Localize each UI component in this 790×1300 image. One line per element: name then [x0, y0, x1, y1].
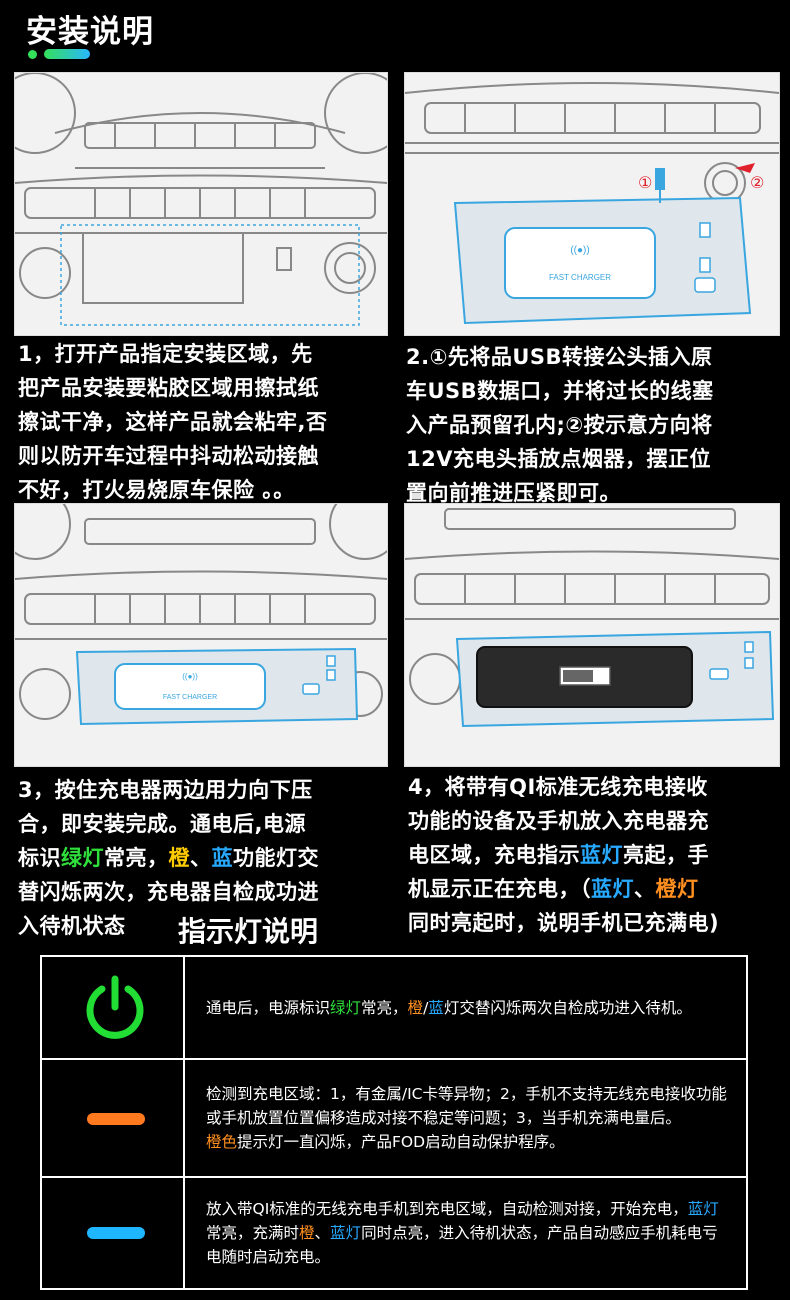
car-dashboard-with-charger-illustration: ((●)) FAST CHARGER ① ②	[405, 82, 779, 325]
indicator-table: 通电后，电源标识绿灯常亮，橙/蓝灯交替闪烁两次自检成功进入待机。 检测到充电区域…	[40, 955, 748, 1290]
header-dot	[28, 50, 37, 59]
step2-caption: 2.①先将品USB转接公头插入原 车USB数据口，并将过长的线塞 入产品预留孔内…	[406, 345, 714, 505]
step2-illustration: ((●)) FAST CHARGER ① ②	[404, 72, 780, 336]
blue-light-icon	[87, 1227, 145, 1239]
header: 安装说明	[0, 0, 790, 70]
marker-1: ①	[638, 173, 652, 192]
power-icon	[86, 975, 144, 1039]
car-dashboard-charger-installed-illustration: ((●)) FAST CHARGER	[15, 504, 387, 726]
step3-illustration: ((●)) FAST CHARGER	[14, 503, 388, 767]
header-bar	[44, 49, 90, 59]
car-dashboard-illustration	[15, 73, 387, 326]
wireless-icon: ((●))	[182, 672, 198, 681]
charger-label: FAST CHARGER	[163, 694, 217, 701]
step1-illustration	[14, 72, 388, 336]
step3-caption: 3，按住充电器两边用力向下压 合，即安装完成。通电后,电源 标识绿灯常亮，橙、蓝…	[18, 778, 319, 938]
indicator-row-orange: 检测到充电区域：1，有金属/IC卡等异物；2，手机不支持无线充电接收功能或手机放…	[42, 1060, 746, 1178]
orange-light-icon	[87, 1113, 145, 1125]
step4-caption: 4，将带有QI标准无线充电接收 功能的设备及手机放入充电器充 电区域，充电指示蓝…	[408, 775, 720, 935]
indicator-row-power: 通电后，电源标识绿灯常亮，橙/蓝灯交替闪烁两次自检成功进入待机。	[42, 957, 746, 1060]
indicator-title: 指示灯说明	[178, 915, 319, 948]
wireless-icon: ((●))	[570, 245, 589, 256]
step1-caption: 1，打开产品指定安装区域，先 把产品安装要粘胶区域用擦拭纸 擦试干净，这样产品就…	[18, 342, 328, 502]
indicator-row-blue: 放入带QI标准的无线充电手机到充电区域，自动检测对接，开始充电，蓝灯常亮，充满时…	[42, 1178, 746, 1288]
car-dashboard-phone-charging-illustration	[405, 508, 779, 728]
marker-2: ②	[750, 173, 764, 192]
step4-illustration	[404, 503, 780, 767]
page-title: 安装说明	[26, 14, 154, 50]
charger-label: FAST CHARGER	[549, 273, 611, 282]
